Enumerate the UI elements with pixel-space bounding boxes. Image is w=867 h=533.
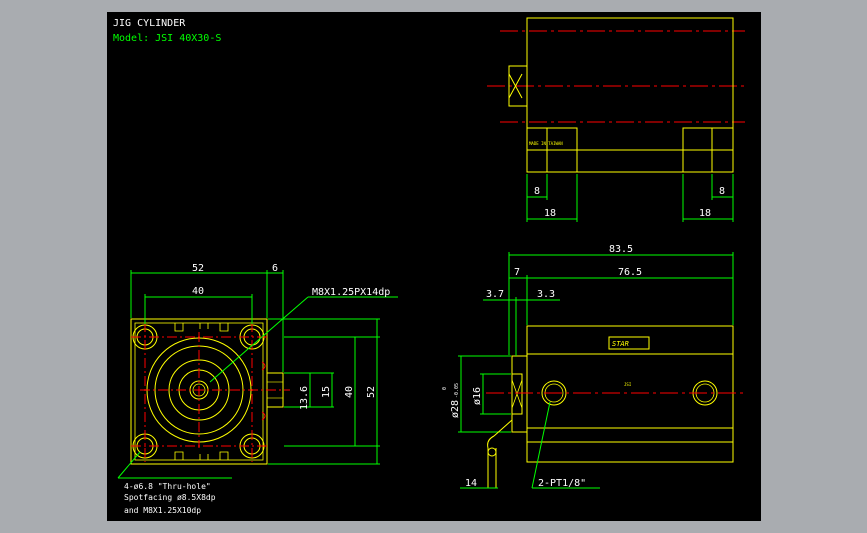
name-tag-text: STAR [612, 340, 629, 348]
top-rod-end [508, 65, 528, 107]
port-note: 2-PT1/8" [538, 478, 586, 489]
dim-front-40: 40 [192, 286, 204, 297]
port-thread-callout: M8X1.25PX14dp [312, 287, 390, 298]
dim-top-left-8: 8 [534, 186, 540, 197]
dim-side-dia-28-tol-lower: -0.05 [454, 383, 460, 398]
drawing-sheet [107, 12, 761, 521]
hole-note-3: and M8X1.25X10dp [124, 506, 201, 515]
dim-front-13-6: 13.6 [299, 386, 310, 410]
dim-front-6: 6 [272, 263, 278, 274]
svg-text:MADE IN TAIWAN: MADE IN TAIWAN [529, 141, 563, 146]
dim-top-left-18: 18 [544, 208, 556, 219]
front-view: 52 6 40 M8X1.25PX14dp 13.6 15 40 52 4-ø6… [117, 263, 398, 515]
dim-front-15: 15 [321, 386, 332, 398]
dim-side-dia-28: ø28 [450, 400, 461, 418]
dim-side-7: 7 [514, 267, 520, 278]
dim-front-height-40: 40 [344, 386, 355, 398]
dim-front-52: 52 [192, 263, 204, 274]
drawing-title: JIG CYLINDER [113, 18, 186, 29]
dim-side-3-7: 3.7 [486, 289, 504, 300]
top-view: MADE IN TAIWAN 8 18 8 18 [487, 17, 745, 222]
dim-side-83-5: 83.5 [609, 244, 633, 255]
name-tag [608, 336, 650, 350]
side-rod [511, 373, 523, 415]
model-label: Model: JSI 40X30-S [113, 33, 221, 44]
hole-note-1: 4-ø6.8 "Thru-hole" [124, 482, 211, 491]
side-view: STAR JSI 83.5 7 76.5 3.7 3.3 ø28 0 -0.05… [442, 244, 745, 489]
dim-side-14: 14 [465, 478, 477, 489]
dim-top-right-18: 18 [699, 208, 711, 219]
dim-side-76-5: 76.5 [618, 267, 642, 278]
svg-text:JSI: JSI [624, 382, 632, 387]
dim-side-dia-28-tol-upper: 0 [442, 387, 448, 390]
dim-side-3-3: 3.3 [537, 289, 555, 300]
dim-front-height-52: 52 [366, 386, 377, 398]
dim-side-dia-16: ø16 [472, 387, 483, 405]
dim-top-right-8: 8 [719, 186, 725, 197]
hole-note-2: Spotfacing ø8.5X8dp [124, 493, 216, 502]
